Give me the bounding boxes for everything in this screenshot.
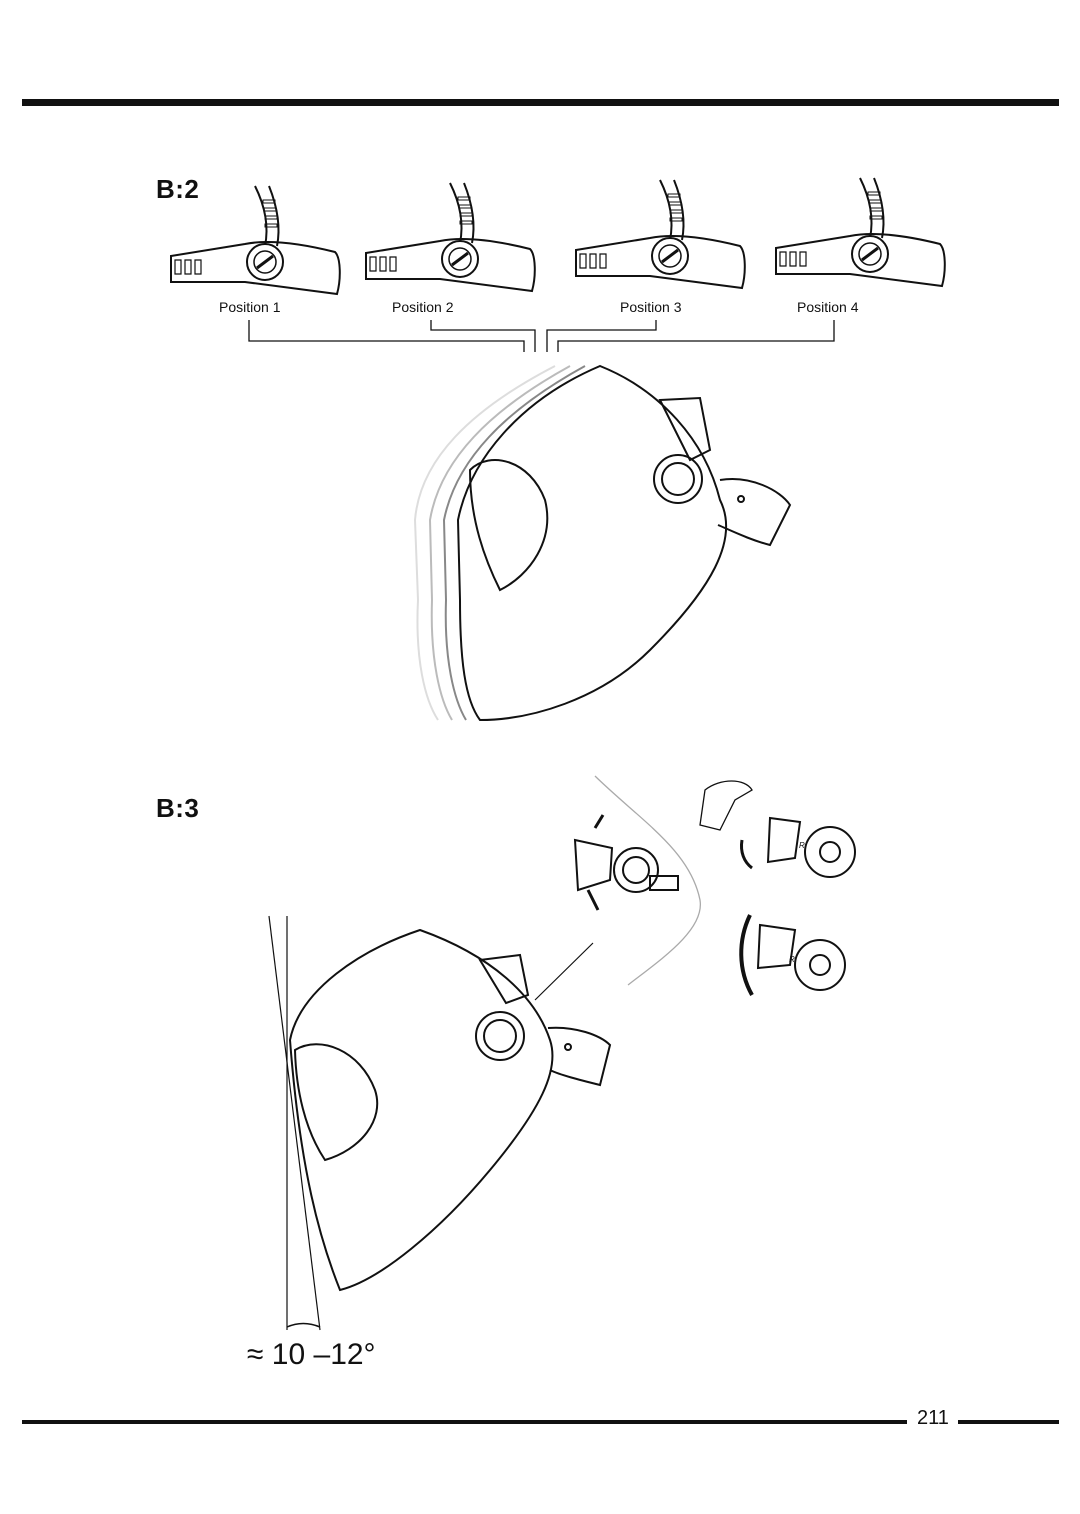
angle-label: ≈ 10 –12° [247,1338,376,1371]
position-3-label: Position 3 [620,299,682,315]
knob-letter-lower: R [789,955,795,964]
bottom-rule-left [22,1420,907,1424]
top-rule [22,99,1059,106]
section-label-b2: B:2 [156,174,200,204]
position-2-label: Position 2 [392,299,454,315]
page-number: 211 [917,1407,949,1429]
position-4-label: Position 4 [797,299,859,315]
knob-letter-upper: R [799,841,805,850]
bottom-rule-right [958,1420,1059,1424]
position-1-label: Position 1 [219,299,281,315]
section-label-b3: B:3 [156,793,200,823]
